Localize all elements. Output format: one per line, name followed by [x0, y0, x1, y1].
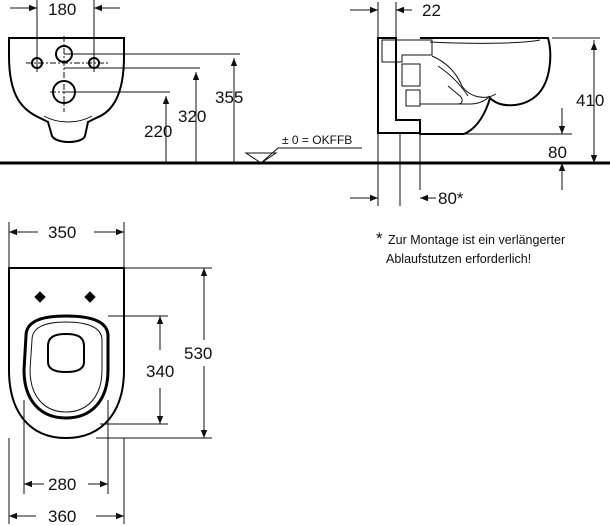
- dim-340-label: 340: [146, 362, 174, 381]
- front-view: 180 220 320 355 ± 0 = OKFFB: [8, 0, 362, 164]
- floor-reference-symbol: [244, 152, 278, 164]
- dim-280-label: 280: [48, 475, 76, 494]
- dim-22-label: 22: [422, 1, 441, 20]
- dim-530-label: 530: [184, 344, 212, 363]
- dim-320-label: 320: [178, 107, 206, 126]
- dim-410-label: 410: [576, 91, 604, 110]
- dim-180-label: 180: [48, 0, 76, 19]
- dim-80-star-label: 80*: [438, 189, 464, 208]
- floor-reference-label: ± 0 = OKFFB: [282, 133, 352, 147]
- dim-355-label: 355: [215, 88, 243, 107]
- dim-80-label: 80: [548, 143, 567, 162]
- note-line-2: Ablaufstutzen erforderlich!: [386, 252, 531, 266]
- top-view-bowl-opening: [47, 332, 85, 374]
- dim-220-label: 220: [144, 122, 172, 141]
- top-view-seat: [22, 314, 110, 420]
- top-view: 350 340 530 280 360: [8, 222, 212, 526]
- installation-note: * Zur Montage ist ein verlängerter Ablau…: [376, 229, 565, 266]
- note-line-1: Zur Montage ist ein verlängerter: [388, 233, 565, 247]
- side-view-bowl: [419, 37, 552, 135]
- mount-marker-left: [34, 291, 46, 303]
- mount-marker-right: [84, 291, 96, 303]
- top-view-outline: [8, 267, 125, 440]
- note-star: *: [376, 229, 383, 248]
- dim-350-label: 350: [48, 223, 76, 242]
- side-view: 22 410 80 80*: [350, 1, 604, 208]
- dim-360-label: 360: [48, 507, 76, 526]
